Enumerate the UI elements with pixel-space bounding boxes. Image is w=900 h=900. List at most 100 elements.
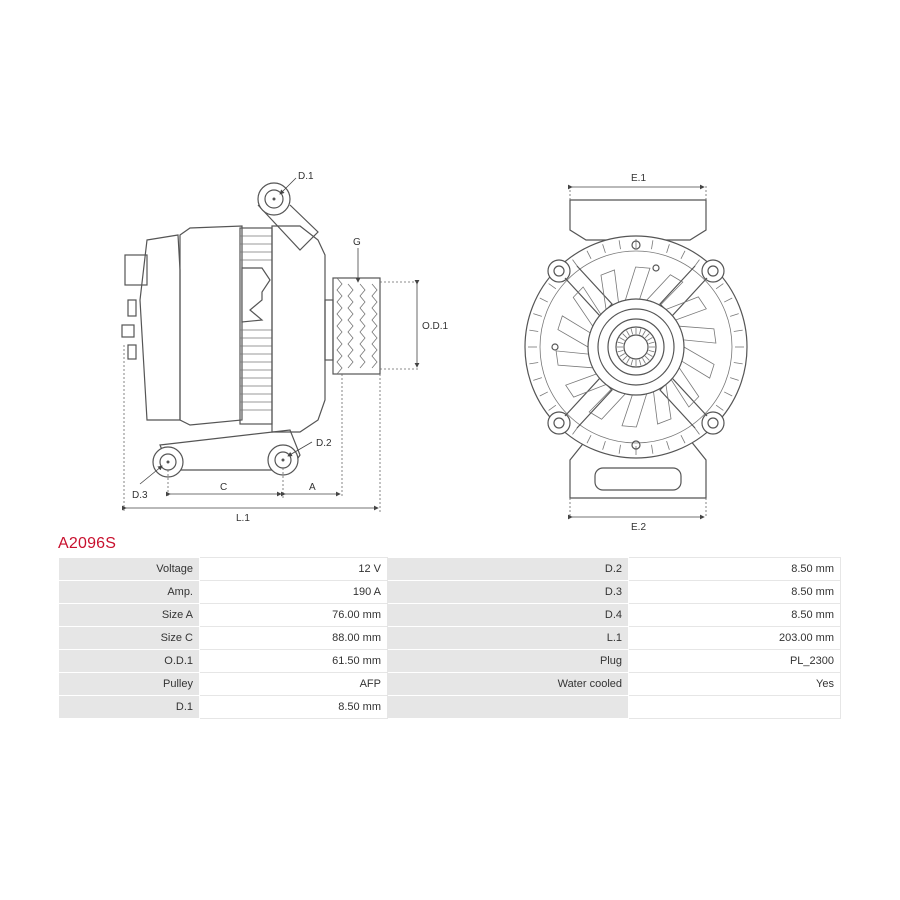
vent-slot <box>539 391 548 397</box>
vent-slot <box>602 441 606 450</box>
fan-blade <box>557 315 591 348</box>
spec-label: D.3 <box>387 580 629 604</box>
fan-blades <box>555 266 717 428</box>
spline-tooth <box>626 330 630 336</box>
spline-tooth <box>647 353 653 357</box>
vent-slot <box>533 313 542 317</box>
spline-tooth <box>626 358 630 364</box>
spline-tooth <box>617 341 624 345</box>
spec-label: Amp. <box>58 580 200 604</box>
spec-value: 8.50 mm <box>628 557 841 581</box>
fan-blade <box>670 367 700 408</box>
vent-slot <box>724 391 733 397</box>
vent-slot <box>572 426 579 435</box>
spline-tooth <box>619 353 625 357</box>
fan-blade <box>600 269 619 310</box>
fan-blade <box>646 274 684 306</box>
vent-slot <box>730 377 739 381</box>
vent-slot <box>586 250 592 259</box>
spec-value: 8.50 mm <box>628 603 841 627</box>
spline-tooth <box>644 333 650 339</box>
spline-tooth <box>642 330 646 336</box>
vent-slot <box>529 362 539 365</box>
vent-slot <box>572 259 579 268</box>
label-d1: D.1 <box>298 171 314 182</box>
fan-blade <box>588 388 626 420</box>
vent-slot <box>693 259 700 268</box>
vent-slot <box>666 244 670 253</box>
vent-slot <box>715 283 724 290</box>
spline-tooth <box>648 349 655 353</box>
part-number: A2096S <box>58 535 117 552</box>
spline-tooth <box>630 359 634 366</box>
spec-label: Size C <box>58 626 200 650</box>
vent-slot <box>548 283 557 290</box>
spec-value: 88.00 mm <box>199 626 388 650</box>
spec-value: 8.50 mm <box>199 695 388 719</box>
vent-slot <box>724 297 733 303</box>
vent-slot <box>651 240 654 250</box>
spec-value: 8.50 mm <box>628 580 841 604</box>
spec-value: 12 V <box>199 557 388 581</box>
label-l1: L.1 <box>236 513 250 524</box>
spec-label <box>387 695 629 719</box>
fan-blade <box>681 346 715 379</box>
fan-blade <box>621 393 648 428</box>
spline-tooth <box>648 341 655 345</box>
spline-tooth <box>638 359 642 366</box>
spec-label: D.1 <box>58 695 200 719</box>
fan-blade <box>653 384 672 425</box>
vent-slot <box>602 244 606 253</box>
spec-value: 61.50 mm <box>199 649 388 673</box>
label-d3: D.3 <box>132 490 148 501</box>
fan-blade <box>665 296 707 321</box>
spec-value: 190 A <box>199 580 388 604</box>
label-od1: O.D.1 <box>422 321 449 332</box>
shaft-spline <box>617 328 655 366</box>
vent-slot <box>533 377 542 381</box>
vent-slot <box>715 404 724 411</box>
spline-tooth <box>619 337 625 341</box>
spec-label: D.2 <box>387 557 629 581</box>
spline-tooth <box>622 333 628 339</box>
vent-slot <box>730 313 739 317</box>
vent-slot <box>666 441 670 450</box>
vent-slot <box>618 240 621 250</box>
vent-slot <box>539 297 548 303</box>
spline-tooth <box>638 328 642 335</box>
label-e2: E.2 <box>631 522 646 533</box>
spec-label: O.D.1 <box>58 649 200 673</box>
spec-value <box>628 695 841 719</box>
vent-slot <box>529 329 539 332</box>
alternator-technical-drawing: D.1 D.2 D.3 G O.D.1 C A L.1 <box>121 171 748 533</box>
front-view: E.1 E.2 <box>524 173 748 533</box>
spec-label: L.1 <box>387 626 629 650</box>
fan-blade <box>555 350 593 369</box>
spec-label: Plug <box>387 649 629 673</box>
spline-tooth <box>644 355 650 361</box>
spec-label: Voltage <box>58 557 200 581</box>
side-view: D.1 D.2 D.3 G O.D.1 C A L.1 <box>121 171 449 524</box>
spline-tooth <box>617 349 624 353</box>
fan-blade <box>565 373 607 398</box>
spec-label: Size A <box>58 603 200 627</box>
label-c: C <box>220 482 227 493</box>
spec-label: Pulley <box>58 672 200 696</box>
vent-slot <box>680 250 686 259</box>
label-e1: E.1 <box>631 173 646 184</box>
vent-slot <box>548 404 557 411</box>
vent-slot <box>680 435 686 444</box>
spec-value: 203.00 mm <box>628 626 841 650</box>
spline-tooth <box>622 355 628 361</box>
spec-value: Yes <box>628 672 841 696</box>
fan-blade <box>572 286 602 327</box>
spec-label: Water cooled <box>387 672 629 696</box>
vent-slot <box>618 444 621 454</box>
vent-slot <box>733 329 743 332</box>
